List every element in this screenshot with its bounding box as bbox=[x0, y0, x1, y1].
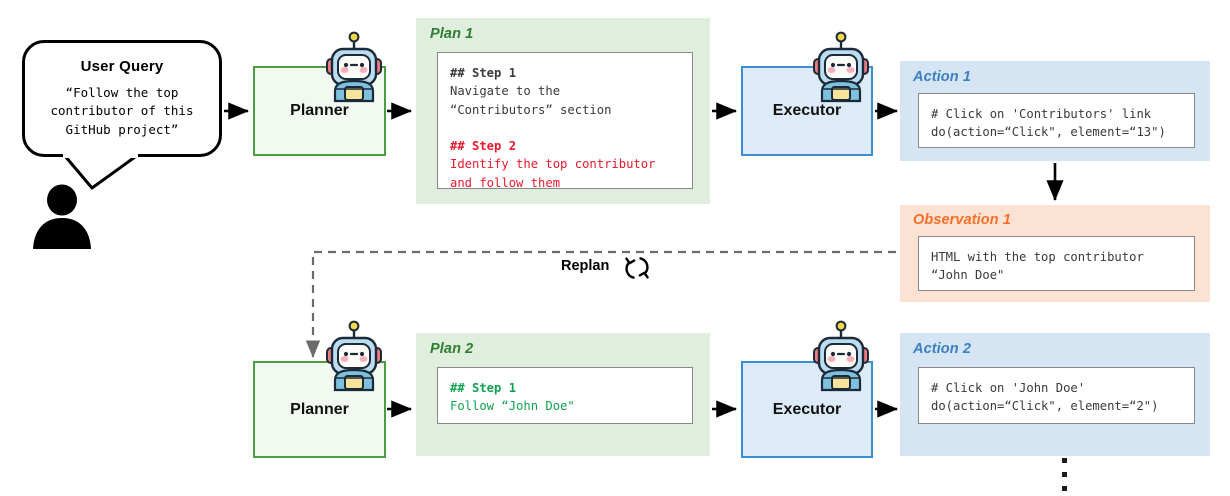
action-1-line-1: do(action=“Click", element=“13") bbox=[931, 125, 1166, 140]
user-icon bbox=[33, 184, 91, 249]
refresh-cycle-icon bbox=[625, 257, 649, 279]
plan-2-line-1: Follow “John Doe" bbox=[450, 399, 575, 414]
observation-1-label: Observation 1 bbox=[913, 212, 1011, 228]
action-2-card: # Click on 'John Doe' do(action=“Click",… bbox=[918, 367, 1195, 424]
replan-label: Replan bbox=[561, 258, 610, 274]
executor-label-2: Executor bbox=[772, 400, 842, 418]
speech-bubble-tail bbox=[63, 152, 138, 190]
executor-label-1: Executor bbox=[772, 102, 842, 119]
robot-icon bbox=[326, 31, 382, 103]
action-2-line-0: # Click on 'John Doe' bbox=[931, 381, 1086, 395]
observation-1-line-0: HTML with the top contributor bbox=[931, 250, 1144, 264]
plan-1-line-6: and follow them bbox=[450, 175, 561, 190]
plan-1-line-0: ## Step 1 bbox=[450, 66, 517, 80]
plan-1-line-2: “Contributors” section bbox=[450, 102, 612, 117]
action-1-card: # Click on 'Contributors' link do(action… bbox=[918, 93, 1195, 148]
ellipsis-dot bbox=[1062, 458, 1067, 463]
plan-1-line-4: ## Step 2 bbox=[450, 139, 517, 154]
plan-2-label: Plan 2 bbox=[430, 341, 474, 357]
observation-1-line-1: “John Doe" bbox=[931, 268, 1005, 283]
planner-label-1: Planner bbox=[290, 102, 349, 119]
plan-2-line-0: ## Step 1 bbox=[450, 381, 517, 395]
plan-1-line-1: Navigate to the bbox=[450, 84, 561, 99]
user-query-bubble: User Query “Follow the top contributor o… bbox=[22, 40, 222, 157]
plan-1-line-5: Identify the top contributor bbox=[450, 157, 656, 172]
user-query-title: User Query bbox=[80, 58, 164, 76]
action-1-label: Action 1 bbox=[913, 69, 971, 85]
plan-1-card: ## Step 1 Navigate to the “Contributors”… bbox=[437, 52, 693, 190]
planner-label-2: Planner bbox=[290, 400, 349, 418]
plan-2-card: ## Step 1 Follow “John Doe" bbox=[437, 367, 693, 424]
robot-icon bbox=[813, 31, 869, 103]
ellipsis-dot bbox=[1062, 486, 1067, 491]
plan-1-label: Plan 1 bbox=[430, 26, 474, 42]
observation-1-card: HTML with the top contributor “John Doe" bbox=[918, 236, 1195, 291]
action-2-label: Action 2 bbox=[913, 341, 971, 357]
ellipsis-dot bbox=[1062, 472, 1067, 477]
robot-icon bbox=[326, 320, 382, 392]
action-2-line-1: do(action=“Click", element=“2") bbox=[931, 399, 1159, 414]
robot-icon bbox=[813, 320, 869, 392]
action-1-line-0: # Click on 'Contributors' link bbox=[931, 107, 1152, 121]
user-query-text: “Follow the top contributor of this GitH… bbox=[50, 85, 194, 137]
vertical-ellipsis-icon bbox=[1062, 458, 1067, 491]
